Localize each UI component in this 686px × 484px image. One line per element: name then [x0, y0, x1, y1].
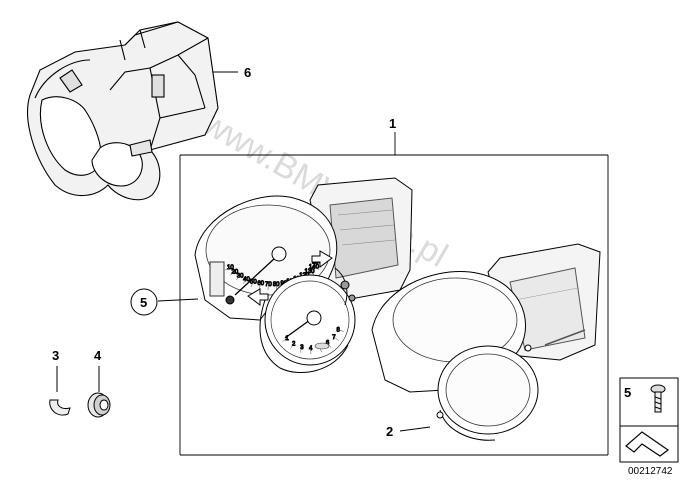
scale-label: 3	[300, 345, 304, 351]
scale-label: 70	[265, 282, 272, 288]
scale-tick	[236, 275, 241, 281]
scale-label: 60	[257, 281, 264, 287]
scale-tick	[230, 271, 235, 276]
scale-tick	[333, 336, 339, 341]
speedometer-hub	[271, 246, 287, 262]
left-arrow-indicator	[247, 288, 269, 306]
scale-tick	[243, 278, 247, 285]
warning-light-panel	[209, 261, 225, 297]
callout-circle-5	[130, 288, 158, 316]
scale-tick	[225, 266, 231, 271]
instrument-cluster: 102030405060708090100110120130140150 123…	[194, 177, 413, 374]
scale-tick	[309, 271, 315, 276]
scale-label: 50	[250, 279, 257, 285]
drawing-symbol-icon	[625, 431, 670, 457]
scale-label: 4	[309, 346, 313, 352]
callout-circle-5-label: 5	[140, 295, 147, 310]
scale-label: 7	[332, 335, 336, 341]
scale-tick	[259, 283, 261, 289]
scale-tick	[275, 283, 277, 290]
leader-line-5-circle	[157, 298, 199, 302]
screw-icon	[650, 384, 666, 413]
scale-label: 130	[304, 269, 315, 275]
right-arrow-indicator	[311, 250, 333, 268]
scale-label: 30	[237, 274, 244, 280]
part-number-2: 2	[386, 424, 393, 439]
scale-tick	[327, 342, 332, 348]
scale-label: 8	[337, 328, 341, 334]
tachometer-hub	[306, 310, 322, 326]
warning-light	[225, 295, 235, 305]
tachometer-scale: 12345678	[282, 327, 344, 355]
grommet-part	[87, 392, 111, 418]
leader-line-2	[399, 426, 431, 432]
part-number-3: 3	[52, 348, 59, 363]
part-number-4: 4	[94, 348, 102, 363]
scale-tick	[338, 329, 344, 332]
tachometer-needle	[284, 319, 311, 339]
part-number-6: 6	[244, 65, 251, 80]
scale-tick	[299, 346, 303, 353]
scale-label: 20	[231, 270, 238, 276]
scale-label: 140	[309, 265, 320, 271]
cover-glass-part	[371, 243, 601, 441]
scale-label: 6	[326, 341, 330, 347]
scale-label: 1	[285, 336, 289, 342]
scale-label: 2	[292, 342, 296, 348]
diagram-code: 00212742	[628, 466, 673, 477]
scale-tick	[313, 266, 320, 270]
scale-label: 40	[243, 277, 250, 283]
housing-cover-part	[27, 21, 219, 201]
scale-tick	[290, 343, 294, 349]
speedometer-needle	[234, 257, 276, 296]
legend-number-5: 5	[624, 385, 631, 400]
scale-tick	[250, 281, 254, 287]
scale-label: 150	[312, 260, 323, 266]
clip-part	[49, 399, 71, 416]
scale-tick	[282, 337, 288, 343]
scale-label: 10	[227, 265, 234, 271]
part-number-1: 1	[389, 116, 396, 131]
legend-box	[619, 377, 679, 463]
assembly-frame	[179, 132, 609, 456]
